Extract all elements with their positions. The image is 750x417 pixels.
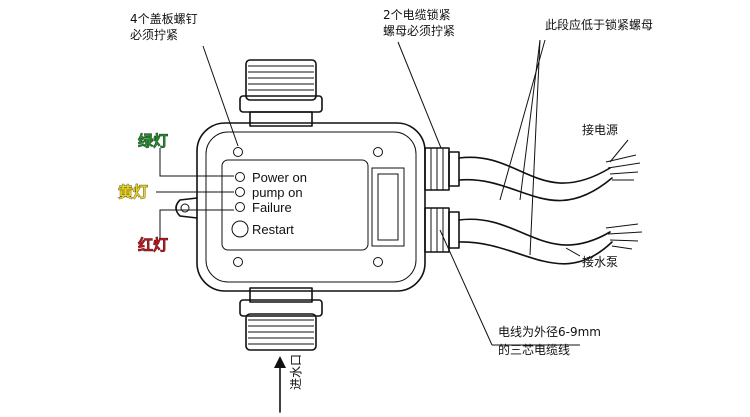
indicator-panel: Power on pump on Failure Restart	[231, 170, 307, 238]
power-cable	[458, 154, 641, 202]
indicator-failure: Failure	[252, 200, 292, 215]
pump-led-icon	[235, 187, 245, 197]
screw-icon	[373, 147, 383, 157]
restart-button-icon	[231, 220, 249, 238]
lamp-label-yellow: 黄灯	[118, 183, 148, 201]
label-water-inlet: 进水口	[289, 354, 303, 390]
screw-icon	[233, 147, 243, 157]
label-cover-screws-line2: 必须拧紧	[130, 28, 178, 42]
indicator-power-on: Power on	[252, 170, 307, 185]
label-cable-spec-line2: 的三芯电缆线	[498, 342, 570, 357]
screw-icon	[373, 257, 383, 267]
label-section-lower: 此段应低于锁紧螺母	[545, 17, 653, 32]
bottom-inlet-fitting	[239, 287, 323, 351]
pump-cable	[458, 218, 643, 265]
failure-led-icon	[235, 202, 245, 212]
top-outlet-fitting	[239, 59, 323, 127]
indicator-restart: Restart	[252, 222, 294, 237]
controller-housing	[175, 122, 426, 292]
label-cable-spec-line1: 电线为外径6-9mm	[498, 325, 601, 339]
leader-lines	[156, 39, 629, 346]
indicator-pump-on: pump on	[252, 185, 303, 200]
label-power-in: 接电源	[582, 122, 618, 137]
lamp-label-red: 红灯	[138, 236, 168, 254]
label-pump-out: 接水泵	[582, 254, 618, 269]
label-cable-nuts-line1: 2个电缆锁紧	[383, 7, 451, 22]
label-cover-screws-line1: 4个盖板螺钉	[130, 12, 198, 26]
cable-glands	[424, 147, 460, 253]
lamp-label-green: 绿灯	[138, 132, 168, 150]
label-cable-nuts-line2: 螺母必须拧紧	[383, 24, 455, 38]
power-led-icon	[235, 172, 245, 182]
screw-icon	[233, 257, 243, 267]
inlet-arrow-icon	[274, 356, 286, 413]
